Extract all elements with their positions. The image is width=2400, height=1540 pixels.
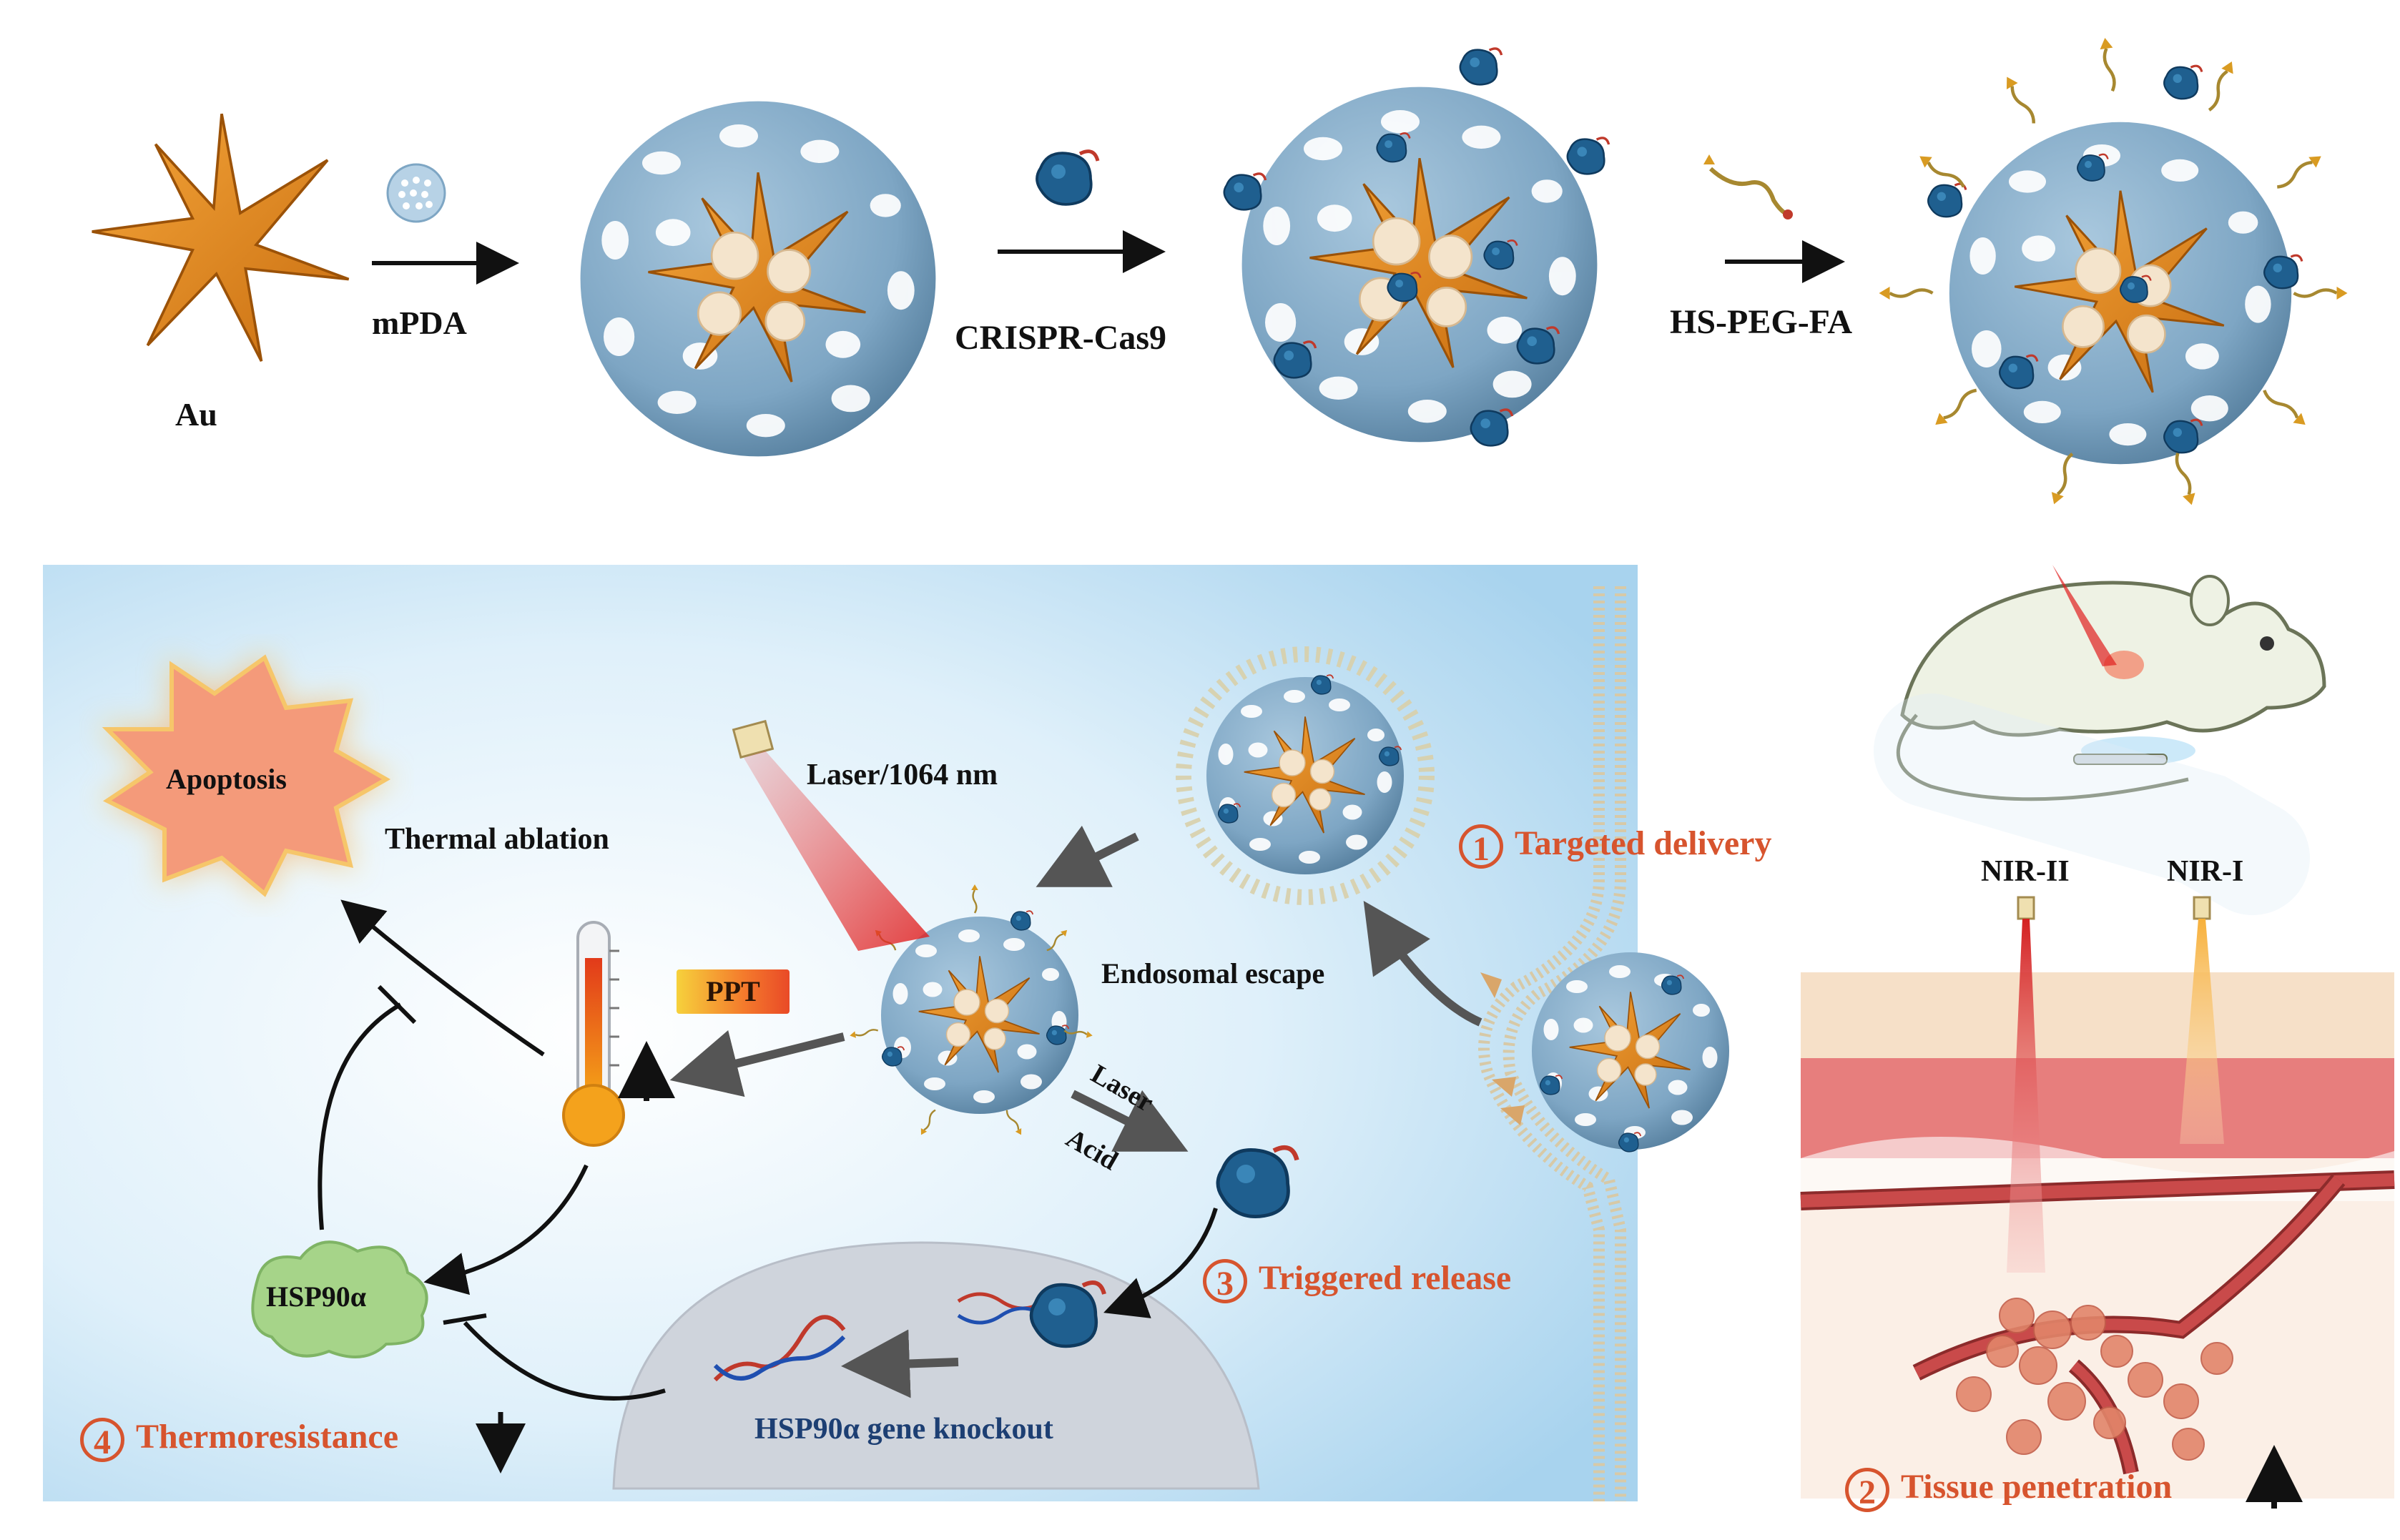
hsp90a-cloud	[251, 1240, 428, 1358]
final-nanoparticle	[1879, 37, 2348, 507]
mouse-illustration	[1874, 565, 2326, 915]
label-nir-ii: NIR-II	[1981, 855, 2070, 888]
step-text-3: Triggered release	[1259, 1259, 1512, 1297]
au-mpda-particle	[581, 102, 936, 457]
step-thermoresistance: 4 Thermoresistance	[80, 1417, 398, 1462]
label-au: Au	[175, 396, 217, 433]
step-number-3: 3	[1203, 1258, 1247, 1303]
pathway-arrows	[318, 899, 1218, 1401]
apoptosis-burst	[95, 650, 397, 902]
nir-lasers	[2007, 896, 2224, 1273]
right-invivo-panel	[1800, 565, 2395, 1509]
label-mpda: mPDA	[372, 305, 467, 341]
step-text-4: Thermoresistance	[136, 1418, 399, 1456]
label-hs-peg-fa: HS-PEG-FA	[1670, 303, 1853, 341]
mpda-small-sphere	[386, 163, 446, 223]
label-endosomal-escape: Endosomal escape	[1101, 957, 1325, 989]
step-triggered-release: 3 Triggered release	[1203, 1258, 1511, 1303]
cas9-reagent	[1037, 152, 1098, 204]
step-number-2: 2	[1845, 1467, 1889, 1512]
au-mpda-cas9-particle	[1223, 47, 1610, 448]
tissue-block	[1800, 972, 2395, 1499]
peg-reagent	[1703, 154, 1793, 219]
cas9-on-dna	[957, 1283, 1104, 1346]
label-apoptosis: Apoptosis	[166, 763, 287, 795]
step-tissue-penetration: 2 Tissue penetration	[1845, 1467, 2172, 1512]
laser-1064	[732, 719, 930, 951]
label-laser-1064: Laser/1064 nm	[807, 759, 998, 791]
step-text-1: Targeted delivery	[1515, 824, 1772, 862]
bottom-mechanism-scene	[43, 565, 1795, 1501]
ppt-badge: PPT	[677, 969, 790, 1014]
label-crispr-cas9: CRISPR-Cas9	[955, 319, 1167, 357]
cell-membrane	[1478, 586, 1626, 1501]
step-text-2: Tissue penetration	[1901, 1468, 2173, 1506]
flow-arrows-grey	[669, 825, 1482, 1398]
label-gene-knockout: HSP90α gene knockout	[754, 1413, 1053, 1446]
au-nanostar	[90, 112, 350, 363]
tumor-cells	[1956, 1298, 2233, 1461]
top-synthesis-row	[90, 37, 2348, 507]
thermometer-icon	[562, 921, 625, 1147]
label-nir-i: NIR-I	[2167, 855, 2244, 888]
label-thermal-ablation: Thermal ablation	[385, 823, 609, 856]
step-number-1: 1	[1459, 824, 1503, 869]
step-number-4: 4	[80, 1417, 124, 1462]
step-targeted-delivery: 1 Targeted delivery	[1459, 824, 1771, 869]
knockout-dna	[713, 1315, 846, 1382]
endosome	[1176, 646, 1435, 905]
label-hsp90a: HSP90α	[266, 1280, 367, 1313]
